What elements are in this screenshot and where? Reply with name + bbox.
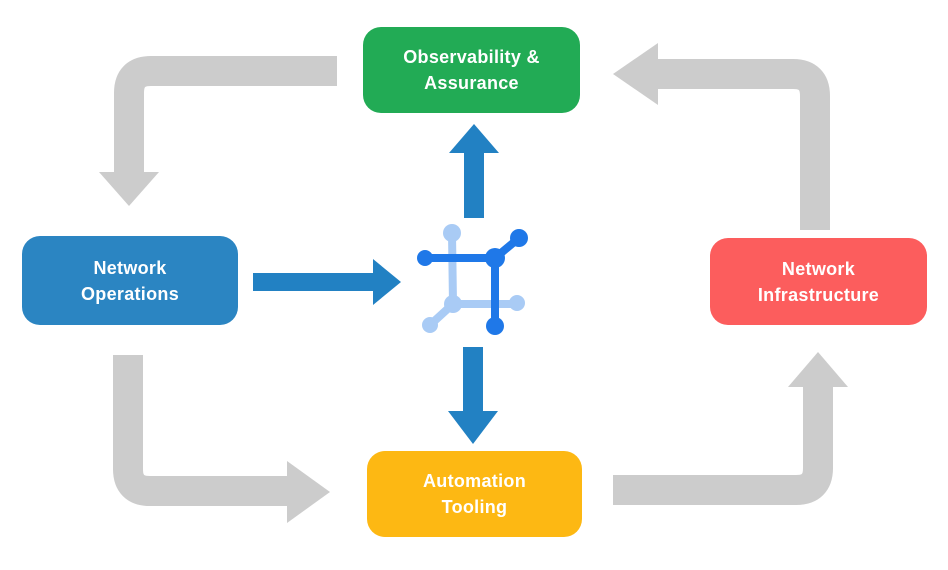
node-network-operations: Network Operations [22,236,238,325]
node-network-infrastructure-label: Network Infrastructure [757,258,880,305]
flow-arrow-infrastructure-to-observability [613,43,830,230]
node-network-infrastructure: Network Infrastructure [710,238,927,325]
flow-arrow-observability-to-operations [99,56,337,206]
flow-arrow-center-to-automation [448,347,498,444]
node-observability-assurance-label: Observability & Assurance [403,47,540,93]
node-observability-assurance: Observability & Assurance [363,27,580,113]
node-network-operations-label: Network Operations [80,257,180,304]
node-automation-tooling-label: Automation Tooling [423,471,526,517]
network-automation-icon [417,224,528,335]
flow-arrow-center-to-observability [449,124,499,218]
flow-arrow-operations-to-automation [113,355,330,523]
node-automation-tooling: Automation Tooling [367,451,582,537]
flow-arrow-operations-to-center [253,259,401,305]
flow-arrow-automation-to-infrastructure [613,352,848,505]
